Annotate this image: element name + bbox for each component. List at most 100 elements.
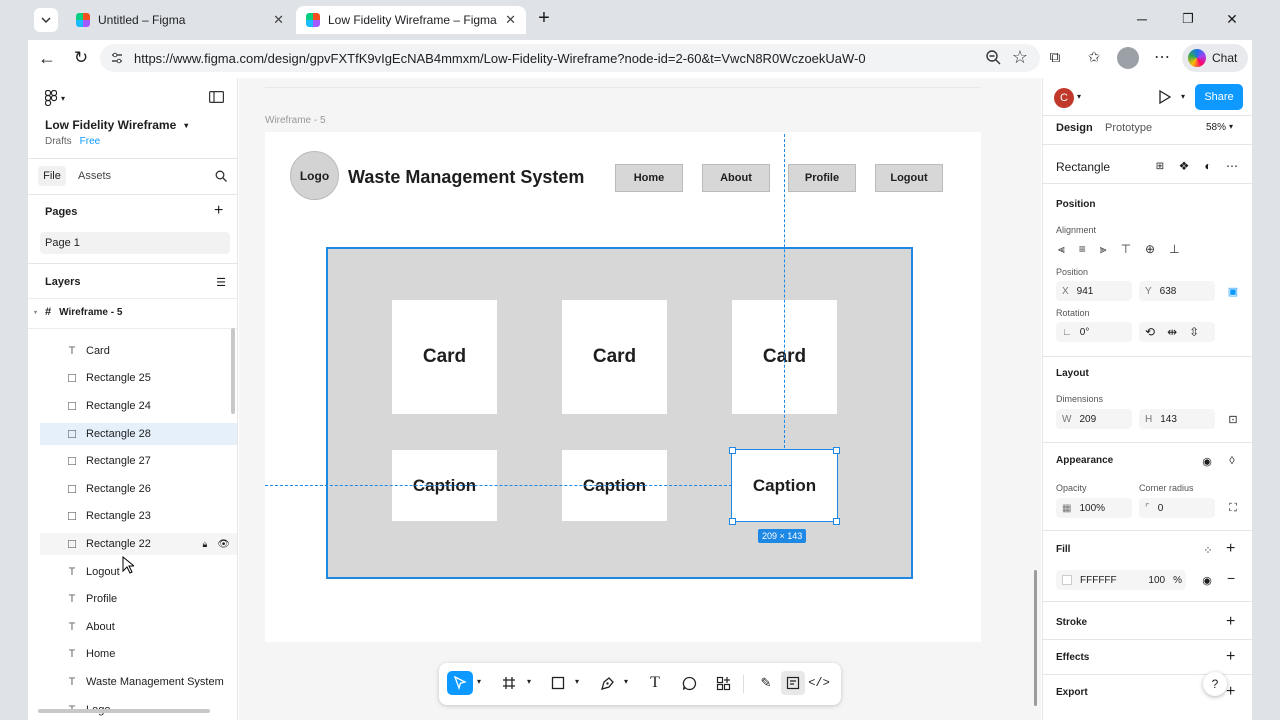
reload-icon[interactable]: ↻ [73,48,89,67]
move-tool-icon[interactable] [447,671,473,695]
chevron-down-icon[interactable]: ▾ [477,677,482,686]
address-bar[interactable]: https://www.figma.com/design/gpvFXTfK9vI… [100,44,1040,72]
lock-icon[interactable]: 🔒︎ [202,538,208,549]
flip-horizontal-icon[interactable]: ⇹ [1167,325,1178,339]
favorites-icon[interactable]: ✩ [1087,49,1101,66]
restore-icon[interactable]: ❐ [1182,11,1194,26]
rectangle-tool-icon[interactable] [546,671,570,695]
page-item-1[interactable]: Page 1 [40,232,230,254]
layer-item-hover[interactable]: ☐Rectangle 22 🔒︎ 👁︎ [40,533,237,555]
browser-tab-wireframe[interactable]: Low Fidelity Wireframe – Figma ✕ [296,6,526,34]
fill-swatch[interactable] [1062,575,1072,585]
eye-icon[interactable]: 👁︎ [217,538,230,550]
chevron-down-icon[interactable]: ▾ [1077,92,1082,101]
chevron-down-icon[interactable]: ▾ [527,677,532,686]
tab-assets[interactable]: Assets [78,170,112,182]
fill-visibility-eye-icon[interactable]: ◉ [1202,574,1212,587]
resize-handle[interactable] [833,518,840,525]
tab-file[interactable]: File [38,166,66,186]
rotation-field[interactable]: ∟0° [1056,322,1132,342]
add-stroke-icon[interactable]: + [1226,613,1236,630]
layer-item-selected[interactable]: ☐Rectangle 28 [40,423,237,445]
add-effect-icon[interactable]: + [1226,648,1236,665]
caption-3-selected[interactable]: Caption [731,449,838,522]
corner-radius-field[interactable]: ⌜0 [1139,498,1215,518]
design-mode-icon[interactable] [781,671,805,695]
dev-mode-icon[interactable]: </> [808,676,830,690]
remove-fill-icon[interactable]: − [1227,570,1236,586]
chevron-down-icon[interactable]: ▾ [1181,92,1186,101]
more-menu-icon[interactable]: ⋯ [1154,49,1170,66]
independent-corners-icon[interactable]: ⛶ [1229,501,1237,514]
resize-handle[interactable] [833,447,840,454]
mask-icon[interactable]: ◐ [1204,159,1212,173]
logo-circle[interactable]: Logo [290,151,339,200]
resize-to-fit-icon[interactable]: ⊡ [1228,413,1238,426]
zoom-dropdown[interactable]: 58%▾ [1206,122,1233,133]
close-window-icon[interactable]: ✕ [1226,10,1238,27]
pen-tool-icon[interactable] [595,671,619,695]
layer-item[interactable]: ☐Rectangle 25 [40,367,237,389]
resize-handle[interactable] [729,518,736,525]
tab-design[interactable]: Design [1056,122,1093,134]
close-tab-icon[interactable]: ✕ [505,12,516,27]
comment-tool-icon[interactable] [677,671,701,695]
copilot-chat-button[interactable]: Chat [1182,44,1248,72]
more-options-icon[interactable]: ⋯ [1226,159,1238,173]
layer-item[interactable]: ☐Rectangle 26 [40,478,237,500]
wireframe-title[interactable]: Waste Management System [348,167,585,187]
design-canvas[interactable]: Wireframe - 5 Logo Waste Management Syst… [239,78,1041,720]
help-icon[interactable]: ? [1203,672,1227,696]
blend-mode-icon[interactable]: ◊ [1229,455,1235,467]
frame-label[interactable]: Wireframe - 5 [265,115,326,126]
present-play-icon[interactable] [1157,89,1173,105]
rotate-icon[interactable]: ⟲ [1145,325,1156,339]
search-icon[interactable] [214,169,228,183]
layer-item[interactable]: ☐Rectangle 24 [40,395,237,417]
flip-vertical-icon[interactable]: ⇳ [1189,325,1200,339]
horizontal-scrollbar[interactable] [38,709,210,713]
resize-handle[interactable] [729,447,736,454]
profile-avatar-icon[interactable] [1117,47,1139,69]
opacity-field[interactable]: ▦100% [1056,498,1132,518]
align-middle-icon[interactable]: ⊕ [1145,242,1156,256]
align-center-icon[interactable]: ≡ [1078,242,1086,256]
back-icon[interactable]: ← [38,47,56,68]
drafts-link[interactable]: Drafts [45,136,72,147]
draw-mode-icon[interactable]: ✎ [760,675,772,690]
frame-tool-icon[interactable] [497,671,521,695]
selected-element-type[interactable]: Rectangle [1056,160,1111,174]
collapse-layers-icon[interactable]: ☰ [216,276,226,289]
styles-grid-icon[interactable]: ⁘ [1203,544,1213,557]
add-fill-icon[interactable]: + [1226,540,1236,557]
fill-color-field[interactable]: FFFFFF 100 % [1056,570,1186,590]
add-export-icon[interactable]: + [1226,683,1236,700]
canvas-scrollbar[interactable] [1034,570,1037,706]
browser-tab-untitled[interactable]: Untitled – Figma ✕ [66,6,294,34]
file-name-menu[interactable]: Low Fidelity Wireframe ▾ [45,118,188,132]
card-1[interactable]: Card [392,300,497,414]
bookmark-star-icon[interactable]: ☆ [1011,46,1029,67]
nav-logout-button[interactable]: Logout [875,164,943,192]
main-menu-button[interactable]: ▾ [45,90,65,106]
card-2[interactable]: Card [562,300,667,414]
text-tool-icon[interactable]: T [650,674,660,691]
layers-scrollbar[interactable] [231,328,235,414]
zoom-icon[interactable] [984,48,1002,66]
nav-profile-button[interactable]: Profile [788,164,856,192]
new-tab-icon[interactable]: + [538,6,550,29]
layer-frame-wireframe-5[interactable]: ▾ # Wireframe - 5 [34,306,122,318]
layer-item[interactable]: ☐Rectangle 27 [40,450,237,472]
visibility-eye-icon[interactable]: ◉ [1202,455,1212,468]
constraints-icon[interactable]: ▣ [1227,285,1239,298]
nav-about-button[interactable]: About [702,164,770,192]
